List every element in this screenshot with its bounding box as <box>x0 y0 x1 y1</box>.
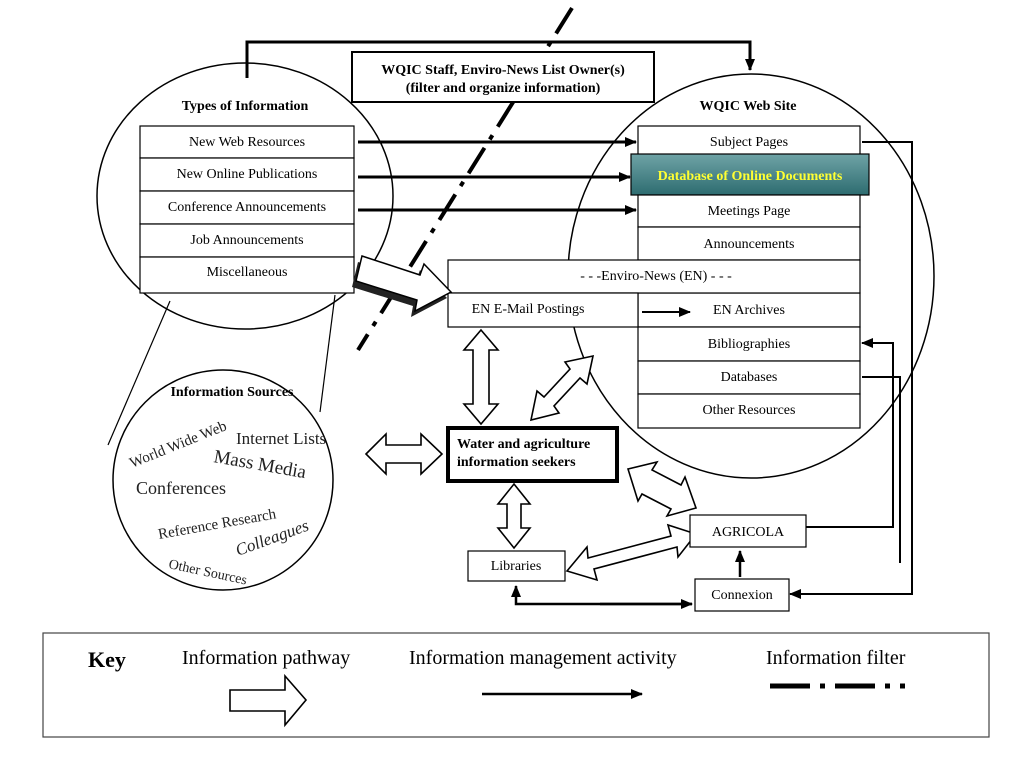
seekers-box <box>446 426 619 483</box>
enviro-news-header <box>447 259 861 294</box>
sources-title: Information Sources <box>170 385 294 400</box>
types-ellipse <box>96 62 394 330</box>
sources-circle <box>112 369 334 591</box>
website-item-subject-pages: Subject Pages <box>710 135 788 150</box>
arrow-sources-seekers <box>364 432 444 476</box>
types-item-5: Miscellaneous <box>207 265 288 280</box>
connexion-libraries-link <box>511 585 692 606</box>
website-item-announcements: Announcements <box>704 237 795 252</box>
website-item-en-archives: EN Archives <box>713 303 785 318</box>
types-item-3: Conference Announcements <box>168 200 326 215</box>
key-pathway-label: Information pathway <box>182 647 350 669</box>
key-management-label: Information management activity <box>409 647 677 669</box>
website-item-bibliographies: Bibliographies <box>708 337 790 352</box>
source-other-sources: Other Sources <box>167 557 248 588</box>
key-box <box>42 632 990 738</box>
types-list: New Web Resources New Online Publication… <box>139 125 355 294</box>
arrow-seekers-libraries <box>496 482 532 550</box>
libraries-box <box>467 550 566 582</box>
key-title: Key <box>88 647 126 672</box>
key-pathway-arrow <box>229 673 308 728</box>
agricola-to-bibliographies <box>806 338 894 528</box>
website-item-databases: Databases <box>721 370 778 385</box>
arrow-postings-seekers <box>462 328 500 426</box>
website-list: Subject Pages Database of Online Documen… <box>630 125 870 429</box>
enviro-news-title: - - -Enviro-News (EN) - - - <box>580 269 732 284</box>
en-postings-box <box>447 292 639 328</box>
magnifier-line-right <box>319 294 336 413</box>
source-internet-lists: Internet Lists <box>236 429 326 448</box>
website-highlight-item <box>630 153 870 196</box>
libraries-label: Libraries <box>491 559 542 574</box>
magnifier-line-left <box>107 300 171 446</box>
types-title: Types of Information <box>182 99 309 114</box>
en-postings-label: EN E-Mail Postings <box>472 302 585 317</box>
agricola-label: AGRICOLA <box>712 525 785 540</box>
top-loop-connector <box>245 40 755 78</box>
misc-pathway-arrow <box>355 255 453 313</box>
website-title: WQIC Web Site <box>700 99 797 114</box>
source-conferences: Conferences <box>136 478 226 498</box>
arrow-seekers-agricola <box>626 460 698 518</box>
website-item-database: Database of Online Documents <box>658 169 843 184</box>
key-filter-label: Information filter <box>766 647 906 669</box>
website-item-other-resources: Other Resources <box>703 403 796 418</box>
staff-box-line1: WQIC Staff, Enviro-News List Owner(s) <box>381 63 625 78</box>
source-mass-media: Mass Media <box>212 446 308 483</box>
seekers-line2: information seekers <box>457 455 576 470</box>
staff-box-line2: (filter and organize information) <box>406 81 601 96</box>
arrow-libraries-agricola <box>565 523 698 582</box>
website-item-meetings: Meetings Page <box>708 204 791 219</box>
connexion-box <box>694 578 790 612</box>
connexion-label: Connexion <box>711 588 772 603</box>
arrow-seekers-website <box>529 354 595 422</box>
staff-box <box>351 51 655 103</box>
subject-pages-loop <box>789 141 913 599</box>
seekers-line1: Water and agriculture <box>457 437 590 452</box>
databases-loop <box>862 376 901 563</box>
types-item-2: New Online Publications <box>177 167 318 182</box>
agricola-box <box>689 514 807 548</box>
types-item-4: Job Announcements <box>190 233 303 248</box>
types-item-1: New Web Resources <box>189 135 305 150</box>
